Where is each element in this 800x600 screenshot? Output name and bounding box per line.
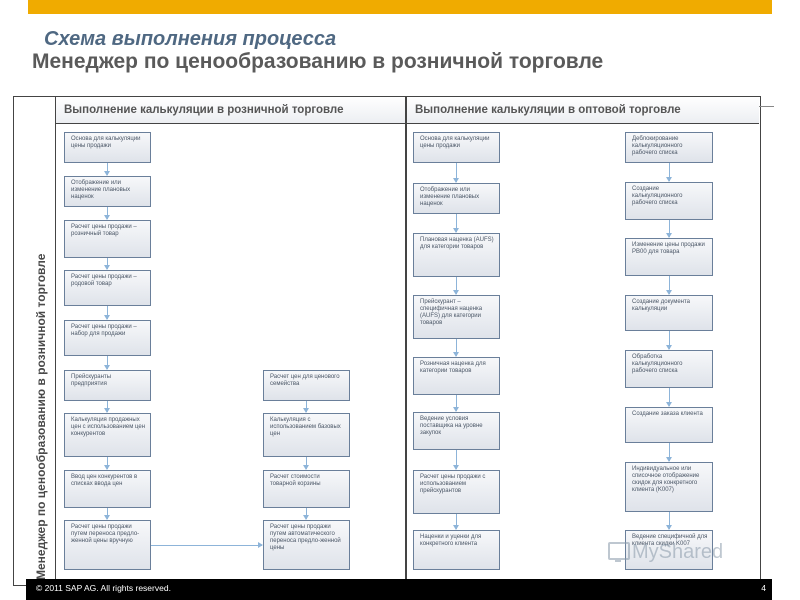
page-title: Схема выполнения процесса bbox=[44, 28, 337, 50]
presentation-icon bbox=[608, 542, 630, 562]
process-step[interactable]: Ввод цен конкурентов в списках ввода цен bbox=[64, 470, 151, 508]
column-divider bbox=[405, 97, 407, 581]
process-step[interactable]: Создание документа калькуляции bbox=[625, 295, 713, 331]
process-step[interactable]: Расчет стоимости товарной корзины bbox=[263, 470, 350, 508]
process-step[interactable]: Наценки и уценки для конкретного клиента bbox=[413, 530, 500, 570]
flow-arrow bbox=[453, 514, 459, 530]
flow-arrow bbox=[666, 163, 672, 182]
process-step[interactable]: Отображение или изменение плановых нацен… bbox=[413, 183, 500, 214]
flow-arrow bbox=[666, 388, 672, 407]
process-step[interactable]: Основа для калькуляции цены продажи bbox=[413, 132, 500, 163]
process-step[interactable]: Индивидуальное или списочное отображение… bbox=[625, 462, 713, 512]
flow-arrow bbox=[453, 395, 459, 412]
flow-arrow bbox=[666, 512, 672, 530]
flow-arrow bbox=[303, 457, 309, 470]
column-header-retail: Выполнение калькуляции в розничной торго… bbox=[56, 97, 406, 124]
process-step[interactable]: Калькуляция продажных цен с использовани… bbox=[64, 413, 151, 457]
flow-arrow bbox=[151, 542, 263, 548]
flow-arrow bbox=[104, 163, 110, 176]
process-step[interactable]: Деблокирование калькуляционного рабочего… bbox=[625, 132, 713, 163]
process-step[interactable]: Обработка калькуляционного рабочего спис… bbox=[625, 350, 713, 388]
process-step[interactable]: Ведение условия поставщика на уровне зак… bbox=[413, 412, 500, 450]
process-step[interactable]: Создание калькуляционного рабочего списк… bbox=[625, 182, 713, 220]
flow-arrow bbox=[666, 443, 672, 462]
flow-arrow bbox=[453, 277, 459, 295]
process-step[interactable]: Расчет цены продажи путем автоматическог… bbox=[263, 520, 350, 570]
flow-arrow bbox=[453, 450, 459, 470]
process-step[interactable]: Расчет цены продажи – розничный товар bbox=[64, 220, 151, 258]
swimlane-label: Менеджер по ценообразованию в розничной … bbox=[34, 253, 48, 580]
process-step[interactable]: Плановая наценка (AUFS) для категории то… bbox=[413, 233, 500, 277]
flow-arrow bbox=[666, 276, 672, 295]
process-step[interactable]: Калькуляция с использованием базовых цен bbox=[263, 413, 350, 457]
copyright-text: © 2011 SAP AG. All rights reserved. bbox=[36, 583, 171, 593]
watermark: MyShared bbox=[606, 538, 766, 572]
flow-arrow bbox=[666, 220, 672, 238]
flow-arrow bbox=[453, 163, 459, 183]
flow-arrow bbox=[104, 508, 110, 520]
process-step[interactable]: Расчет цены продажи путем переноса предл… bbox=[64, 520, 151, 570]
flow-arrow bbox=[104, 457, 110, 470]
watermark-text: MyShared bbox=[632, 541, 724, 563]
process-step[interactable]: Расчет цены продажи – набор для продажи bbox=[64, 320, 151, 356]
flow-arrow bbox=[104, 306, 110, 320]
swimlane bbox=[13, 96, 56, 584]
process-step[interactable]: Расчет цены продажи с использованием пре… bbox=[413, 470, 500, 514]
flow-arrow bbox=[104, 258, 110, 270]
column-header-wholesale: Выполнение калькуляции в оптовой торговл… bbox=[407, 97, 759, 124]
flow-arrow bbox=[303, 401, 309, 413]
footer-bar: © 2011 SAP AG. All rights reserved. 4 bbox=[26, 579, 772, 600]
process-step[interactable]: Расчет цен для ценового семейства bbox=[263, 370, 350, 401]
flow-arrow bbox=[104, 356, 110, 370]
process-step[interactable]: Расчет цены продажи – родовой товар bbox=[64, 270, 151, 306]
page-number: 4 bbox=[761, 583, 766, 593]
process-step[interactable]: Изменение цены продажи PB00 для товара bbox=[625, 238, 713, 276]
process-step[interactable]: Создание заказа клиента bbox=[625, 407, 713, 443]
process-step[interactable]: Прейскуранты предприятия bbox=[64, 370, 151, 401]
process-step[interactable]: Основа для калькуляции цены продажи bbox=[64, 132, 151, 163]
flow-arrow bbox=[104, 401, 110, 413]
flow-arrow bbox=[453, 339, 459, 357]
process-step[interactable]: Ведение специфичной для клиента скидки K… bbox=[625, 530, 713, 570]
flow-arrow bbox=[453, 214, 459, 233]
flow-arrow bbox=[104, 207, 110, 220]
process-step[interactable]: Прейскурант – специфичная наценка (AUFS)… bbox=[413, 295, 500, 339]
process-step[interactable]: Розничная наценка для категории товаров bbox=[413, 357, 500, 395]
flow-arrow bbox=[666, 331, 672, 350]
process-step[interactable]: Отображение или изменение плановых нацен… bbox=[64, 176, 151, 207]
header-tick bbox=[758, 106, 774, 107]
page-subtitle: Менеджер по ценообразованию в розничной … bbox=[32, 50, 604, 73]
top-accent-bar bbox=[28, 0, 772, 14]
flow-arrow bbox=[303, 508, 309, 520]
